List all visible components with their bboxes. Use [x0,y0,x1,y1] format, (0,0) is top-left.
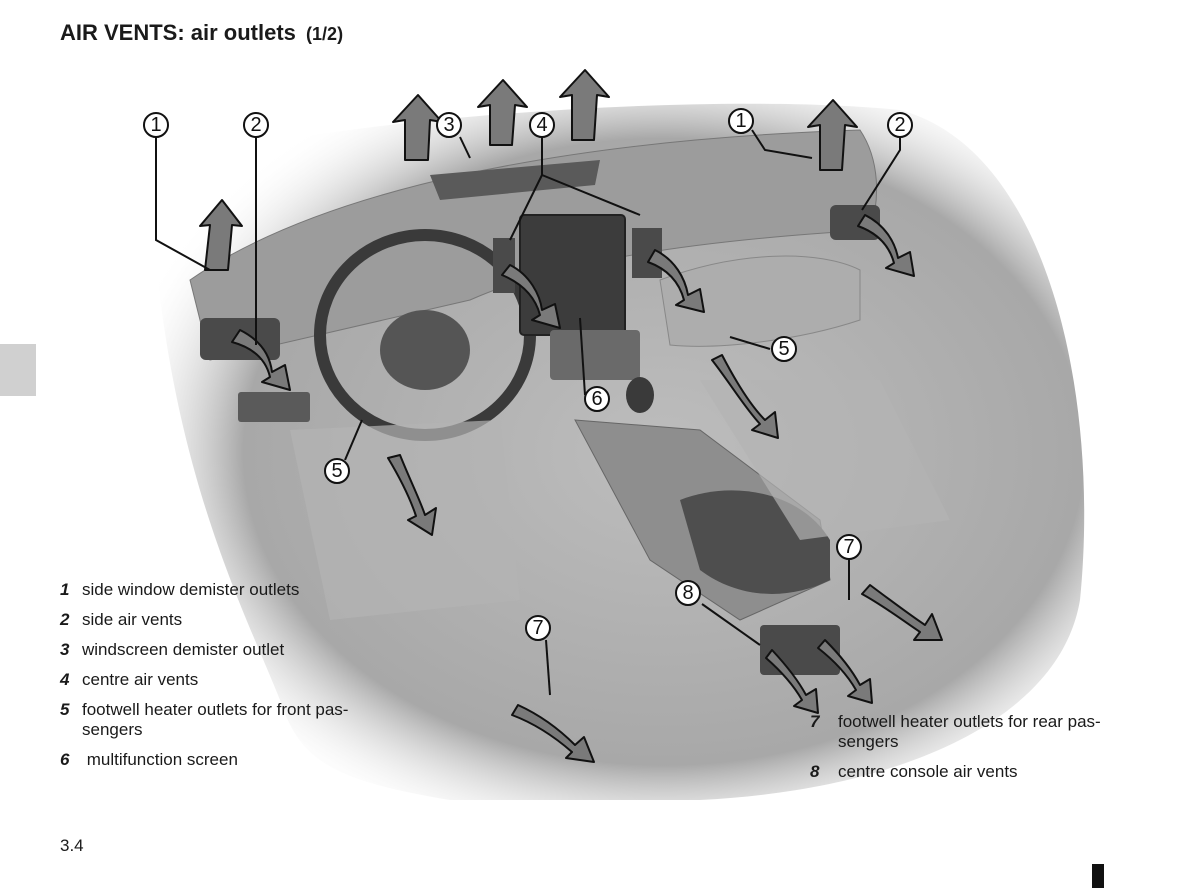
glovebox [659,255,861,347]
leader-4b [541,174,641,216]
legend-item-text: multifunction screen [82,750,238,769]
callout-2-left: 2 [243,112,269,138]
callout-6: 6 [584,386,610,412]
callout-7-left: 7 [525,615,551,641]
leader-3 [459,136,471,159]
callout-3-label: 3 [443,114,454,136]
airflow-arrow-13 [511,704,595,763]
legend-item-number: 6 [60,750,70,769]
legend-item-number: 4 [60,670,70,689]
leader-2b [861,137,901,211]
airflow-arrow-4 [559,69,610,141]
title-main: AIR VENTS: air outlets [60,20,296,45]
callout-8: 8 [675,580,701,606]
page-number: 3.4 [60,836,84,855]
legend-item-number: 1 [60,580,70,599]
airflow-arrow-11 [711,354,779,439]
callout-4-label: 4 [536,114,547,136]
airflow-arrow-2 [392,94,443,161]
airflow-arrow-1 [199,199,243,271]
legend-right: 7 footwell heater outlets for rear pas- … [810,712,1145,792]
callout-5-right: 5 [771,336,797,362]
callout-7-right-label: 7 [843,536,854,558]
legend-item-text: footwell heater outlets for rear pas- se… [838,712,1101,751]
window-switch-panel [238,392,310,422]
title-page-indicator: (1/2) [306,24,344,44]
legend-item-number: 7 [810,712,820,731]
legend-item-1: 1 side window demister outlets [60,580,390,600]
legend-item-number: 3 [60,640,70,659]
page-edge-marker [1092,864,1104,888]
callout-2-right: 2 [887,112,913,138]
callout-4: 4 [529,112,555,138]
section-tab-marker [0,344,36,396]
legend-item-text: side air vents [82,610,183,629]
leader-5b [344,419,363,461]
callout-5-left: 5 [324,458,350,484]
legend-item-8: 8 centre console air vents [810,762,1145,782]
callout-6-label: 6 [591,388,602,410]
legend-item-6: 6 multifunction screen [60,750,390,770]
legend-item-text: centre air vents [82,670,199,689]
legend-item-3: 3 windscreen demister outlet [60,640,390,660]
legend-item-number: 5 [60,700,70,719]
airflow-arrow-5 [807,99,858,171]
leader-6 [579,317,586,396]
callout-1-left: 1 [143,112,169,138]
legend-item-text: footwell heater outlets for front pas- s… [82,700,349,739]
gear-knob [626,377,654,413]
legend-item-2: 2 side air vents [60,610,390,630]
leader-8 [701,603,761,646]
legend-item-number: 2 [60,610,70,629]
callout-7-left-label: 7 [532,617,543,639]
legend-item-5: 5 footwell heater outlets for front pas-… [60,700,390,740]
page-title: AIR VENTS: air outlets (1/2) [60,20,343,46]
windscreen-vent-grille [430,160,600,200]
airflow-arrow-15 [817,639,873,704]
legend-left: 1 side window demister outlets 2 side ai… [60,580,390,780]
callout-2-left-label: 2 [250,114,261,136]
callout-3: 3 [436,112,462,138]
callout-1-right-label: 1 [735,110,746,132]
legend-item-7: 7 footwell heater outlets for rear pas- … [810,712,1145,752]
leader-5a [729,336,771,350]
callout-5-right-label: 5 [778,338,789,360]
airflow-arrow-3 [477,79,528,146]
leader-1a [155,137,211,271]
callout-2-right-label: 2 [894,114,905,136]
airflow-arrow-8 [647,249,705,313]
callout-1-right: 1 [728,108,754,134]
legend-item-4: 4 centre air vents [60,670,390,690]
leader-7b [545,639,551,696]
airflow-arrow-14 [765,649,819,714]
legend-item-text: side window demister outlets [82,580,300,599]
airflow-arrow-9 [857,214,915,277]
leader-1b [751,129,813,159]
legend-item-number: 8 [810,762,820,781]
legend-item-text: centre console air vents [838,762,1018,781]
callout-5-left-label: 5 [331,460,342,482]
callout-8-label: 8 [682,582,693,604]
airflow-arrow-12 [861,584,943,641]
centre-controls [550,330,640,380]
airflow-arrow-10 [387,454,437,536]
callout-1-left-label: 1 [150,114,161,136]
callout-7-right: 7 [836,534,862,560]
legend-item-text: windscreen demister outlet [82,640,285,659]
airflow-arrow-7 [501,264,561,329]
airflow-arrow-6 [231,329,291,391]
